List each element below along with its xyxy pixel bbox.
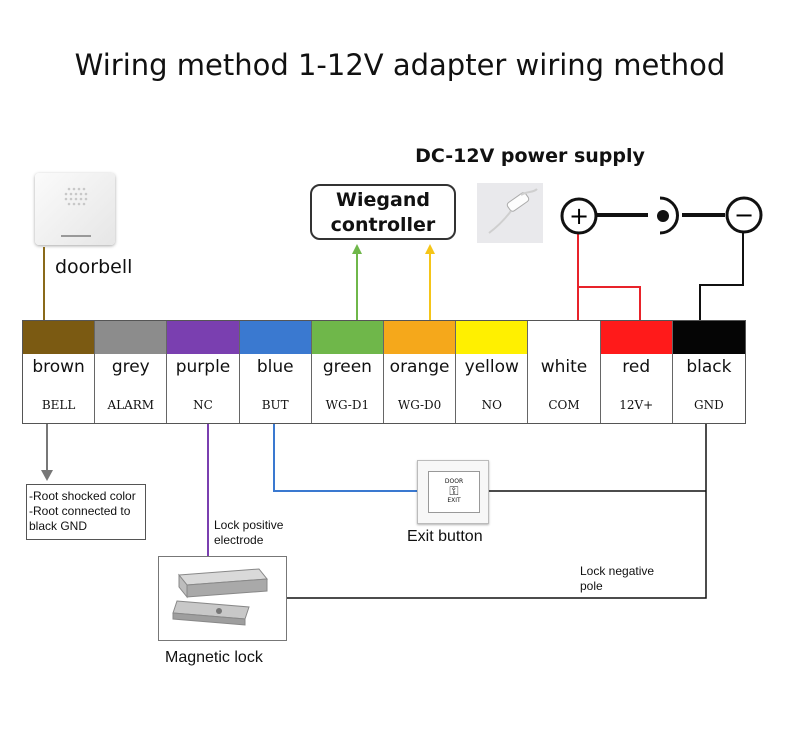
green-arrow-icon — [352, 244, 362, 254]
terminal-swatch — [167, 321, 239, 354]
plus-symbol: + — [569, 202, 589, 230]
terminal-color-label: red — [622, 357, 651, 377]
exit-button-label: Exit button — [407, 528, 483, 545]
terminal-color-label: black — [686, 357, 732, 377]
exit-button-plate: DOOR ⚿ EXIT — [428, 471, 480, 513]
lock-negative-line1: Lock negative — [580, 564, 655, 578]
terminal-color-label: blue — [256, 357, 294, 377]
bell-note-line2: -Root connected to — [29, 504, 131, 518]
terminal-color-label: orange — [389, 357, 450, 377]
exit-plate-exit-text: EXIT — [447, 497, 461, 504]
terminal-color-label: grey — [111, 357, 150, 377]
terminal-color-label: white — [540, 357, 588, 377]
magnetic-lock-icon — [172, 568, 268, 626]
lock-negative-line2: pole — [580, 579, 603, 593]
terminal-swatch — [239, 321, 311, 354]
terminal-color-label: yellow — [464, 357, 519, 377]
power-adapter-icon — [488, 188, 538, 234]
doorbell-image — [35, 173, 115, 245]
terminal-color-label: brown — [32, 357, 85, 377]
minus-terminal-icon — [725, 196, 763, 234]
terminal-function-label: NC — [193, 398, 213, 412]
terminal-swatch — [600, 321, 672, 354]
terminal-function-label: GND — [694, 398, 724, 412]
wiegand-controller-box: Wiegand controller — [310, 184, 456, 240]
terminal-function-label: BELL — [41, 398, 76, 412]
terminal-swatch — [311, 321, 383, 354]
bell-note-line3: black GND — [29, 519, 88, 533]
terminal-function-label: WG-D1 — [325, 398, 370, 412]
terminal-color-label: purple — [175, 357, 231, 377]
diagram-title: Wiring method 1-12V adapter wiring metho… — [74, 48, 726, 82]
red-wire-to-red — [578, 286, 641, 322]
dc-jack-pin-icon — [657, 210, 669, 222]
wiegand-line1: Wiegand — [336, 189, 430, 211]
terminal-function-label: 12V+ — [619, 398, 654, 412]
terminal-swatch — [672, 321, 745, 354]
terminal-function-label: BUT — [261, 398, 289, 412]
key-icon: ⚿ — [449, 484, 459, 498]
terminal-swatch — [456, 321, 528, 354]
blue-wire — [273, 424, 417, 492]
terminal-swatch — [23, 321, 95, 354]
orange-arrow-icon — [425, 244, 435, 254]
bell-note-arrow-icon — [41, 470, 53, 481]
lock-positive-line2: electrode — [214, 533, 264, 547]
bell-note-line1: -Root shocked color — [29, 489, 136, 503]
magnetic-lock-image-box — [158, 556, 287, 641]
terminal-function-label: ALARM — [107, 398, 155, 412]
terminal-red: red 12V+ — [600, 321, 673, 423]
exit-plate-door-text: DOOR — [444, 478, 464, 485]
lock-negative-label: Lock negative pole — [580, 564, 654, 594]
minus-symbol: − — [734, 201, 754, 229]
terminal-color-label: green — [322, 357, 372, 377]
lock-positive-line1: Lock positive — [214, 518, 284, 532]
doorbell-label: doorbell — [55, 256, 133, 278]
terminal-swatch — [528, 321, 600, 354]
lock-positive-label: Lock positive electrode — [214, 518, 283, 548]
terminal-function-label: COM — [548, 398, 580, 412]
doorbell-speaker-icon — [61, 187, 91, 237]
terminal-function-label: NO — [481, 398, 502, 412]
terminal-function-label: WG-D0 — [397, 398, 442, 412]
exit-button-image: DOOR ⚿ EXIT — [417, 460, 489, 524]
power-supply-title: DC-12V power supply — [415, 145, 645, 167]
bell-note-box: -Root shocked color -Root connected to b… — [26, 484, 146, 540]
magnetic-lock-label: Magnetic lock — [165, 649, 263, 666]
plus-terminal-icon — [560, 197, 598, 235]
gnd-to-lock-wire — [287, 424, 707, 599]
dc-jack-icon — [659, 196, 679, 235]
wiegand-line2: controller — [330, 214, 436, 236]
terminal-swatch — [384, 321, 456, 354]
power-adapter-image — [477, 183, 543, 243]
black-wire-to-gnd — [699, 232, 744, 322]
terminal-swatch — [95, 321, 167, 354]
